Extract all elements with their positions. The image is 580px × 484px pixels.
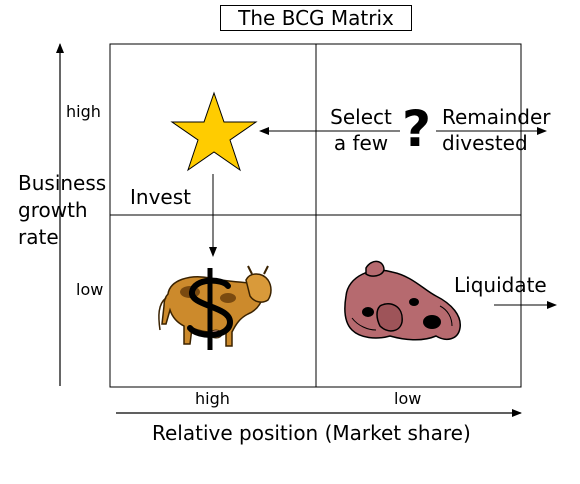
y-axis-label-line-1: Business bbox=[18, 171, 107, 195]
liquidate-label: Liquidate bbox=[454, 273, 547, 297]
y-axis-label-line-3: rate bbox=[18, 225, 59, 249]
star-icon bbox=[170, 91, 258, 172]
invest-label: Invest bbox=[130, 185, 191, 209]
cash-cow-dollar-icon bbox=[158, 265, 272, 350]
select-a-few-line-2: a few bbox=[333, 131, 389, 155]
y-tick-low: low bbox=[76, 280, 104, 299]
remainder-divested-line-1: Remainder bbox=[442, 105, 551, 129]
remainder-divested-line-2: divested bbox=[442, 131, 528, 155]
x-tick-high: high bbox=[195, 389, 230, 408]
y-axis-label: Business growth rate bbox=[18, 170, 106, 251]
select-a-few-label: Select a few bbox=[324, 104, 398, 156]
x-axis-label: Relative position (Market share) bbox=[152, 421, 471, 445]
select-a-few-line-1: Select bbox=[330, 105, 392, 129]
remainder-divested-label: Remainder divested bbox=[442, 104, 551, 156]
y-tick-high: high bbox=[66, 102, 101, 121]
diagram-title: The BCG Matrix bbox=[220, 5, 412, 31]
x-tick-low: low bbox=[394, 389, 422, 408]
dog-icon bbox=[344, 260, 461, 341]
question-mark-icon: ? bbox=[402, 100, 432, 158]
y-axis-label-line-2: growth bbox=[18, 198, 88, 222]
